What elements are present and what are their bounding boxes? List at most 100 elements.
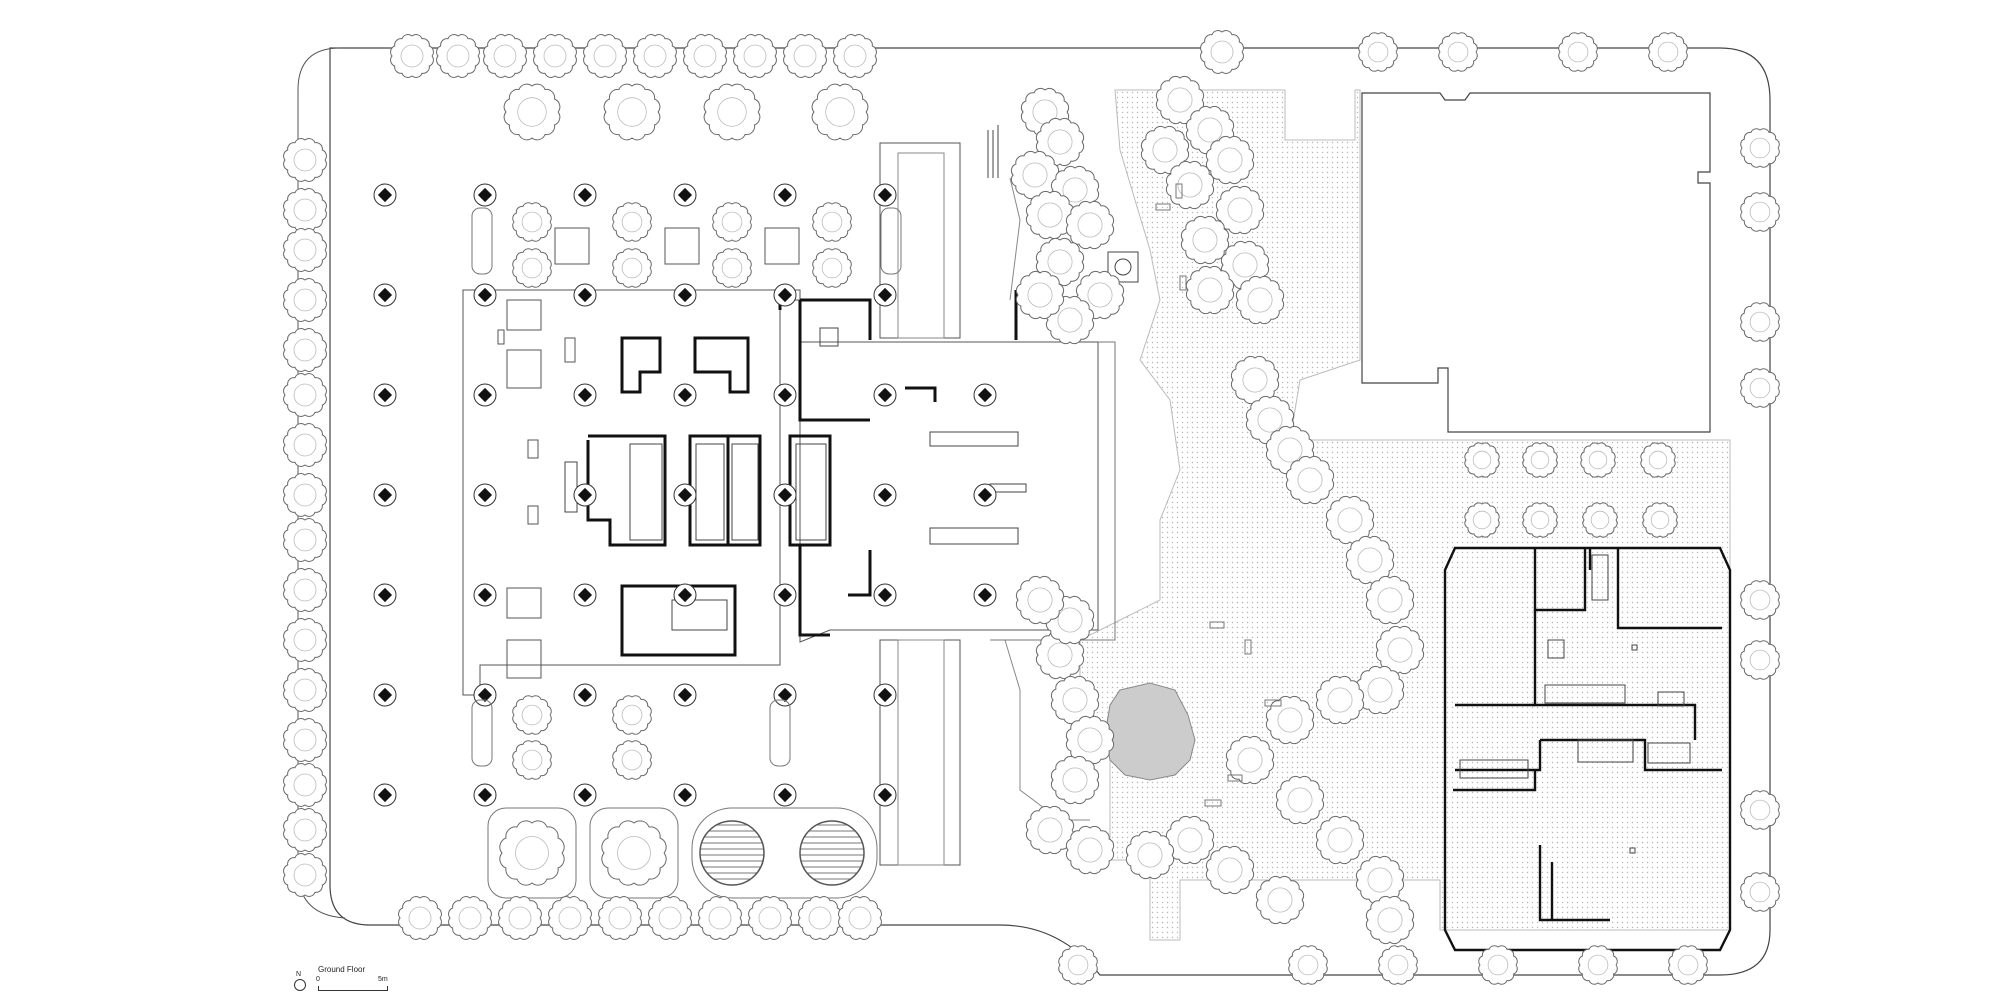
trees (283, 30, 1780, 985)
column-marker (573, 683, 597, 707)
corridor-north (879, 142, 961, 339)
tree-icon (1558, 32, 1598, 72)
north-arrow-icon (294, 979, 306, 991)
column-marker (573, 183, 597, 207)
tree-icon (1740, 302, 1780, 342)
tree-icon (1464, 442, 1500, 478)
tree-icon (1740, 128, 1780, 168)
tree-icon (833, 34, 877, 78)
scale-bar (318, 986, 388, 991)
east-building-details (1459, 554, 1691, 854)
tree-icon (283, 718, 327, 762)
tree-icon (1235, 275, 1285, 325)
tree-icon (1065, 200, 1115, 250)
tree-icon (1464, 502, 1500, 538)
column-marker (773, 783, 797, 807)
tree-icon (712, 202, 752, 242)
column-marker (673, 783, 697, 807)
tree-icon (1275, 775, 1325, 825)
planter-grate (699, 820, 765, 886)
tree-icon (1125, 830, 1175, 880)
tree-icon (1155, 75, 1205, 125)
north-label: N (296, 971, 302, 978)
column-marker (873, 283, 897, 307)
tree-icon (1025, 190, 1075, 240)
tree-icon (1015, 270, 1065, 320)
tree-icon (448, 896, 492, 940)
tree-icon (1058, 945, 1098, 985)
tree-icon (498, 896, 542, 940)
fountain (1107, 251, 1139, 283)
column-marker (373, 183, 397, 207)
column-marker (773, 583, 797, 607)
tree-icon (283, 618, 327, 662)
tree-icon (1375, 625, 1425, 675)
tree-icon (1225, 735, 1275, 785)
corridor-south-inner (897, 639, 945, 866)
column-marker (973, 483, 997, 507)
drawing-legend: N Ground Floor 0 5m (294, 965, 416, 997)
tree-icon (633, 34, 677, 78)
tree-icon (512, 695, 552, 735)
tree-icon (683, 34, 727, 78)
tree-icon (612, 248, 652, 288)
column-marker (573, 483, 597, 507)
tree-icon (1668, 945, 1708, 985)
tree-icon (1642, 502, 1678, 538)
column-marker (473, 483, 497, 507)
lobby-outline (462, 289, 801, 696)
tree-icon (1740, 872, 1780, 912)
tree-icon (283, 568, 327, 612)
column-marker (573, 383, 597, 407)
tree-icon (283, 423, 327, 467)
column-marker (973, 583, 997, 607)
tree-icon (283, 518, 327, 562)
tree-icon (1205, 135, 1255, 185)
tree-icon (1740, 192, 1780, 232)
tree-icon (390, 34, 434, 78)
tree-icon (1180, 215, 1230, 265)
tree-icon (499, 820, 565, 886)
tree-icon (548, 896, 592, 940)
column-marker (673, 183, 697, 207)
lobby-furniture (497, 227, 800, 679)
stepping-stones (1155, 183, 1282, 807)
column-marker (373, 783, 397, 807)
tree-icon (283, 808, 327, 852)
tree-icon (812, 248, 852, 288)
tree-icon (283, 473, 327, 517)
tree-icon (612, 202, 652, 242)
column-marker (673, 583, 697, 607)
tree-icon (812, 202, 852, 242)
tree-icon (1255, 875, 1305, 925)
planter-boxes (471, 207, 902, 899)
tree-icon (1580, 442, 1616, 478)
tree-icon (1522, 442, 1558, 478)
corridor-south (879, 639, 961, 866)
column-marker (373, 583, 397, 607)
tree-icon (283, 278, 327, 322)
tree-icon (811, 83, 869, 141)
core-walls (586, 290, 1018, 657)
east-building-outline (1443, 546, 1732, 952)
tree-icon (1358, 32, 1398, 72)
tree-icon (1478, 945, 1518, 985)
column-marker (573, 283, 597, 307)
tree-icon (283, 763, 327, 807)
column-marker (873, 583, 897, 607)
tree-icon (1185, 265, 1235, 315)
tree-icon (598, 896, 642, 940)
tree-icon (512, 740, 552, 780)
tree-icon (612, 740, 652, 780)
tree-icon (1265, 695, 1315, 745)
drawing-title: Ground Floor (318, 965, 366, 974)
tree-icon (283, 228, 327, 272)
tree-icon (283, 853, 327, 897)
column-marker (373, 483, 397, 507)
tree-icon (1648, 32, 1688, 72)
column-marker (773, 383, 797, 407)
tree-icon (1582, 502, 1618, 538)
column-marker (973, 383, 997, 407)
tree-icon (838, 896, 882, 940)
tree-icon (748, 896, 792, 940)
